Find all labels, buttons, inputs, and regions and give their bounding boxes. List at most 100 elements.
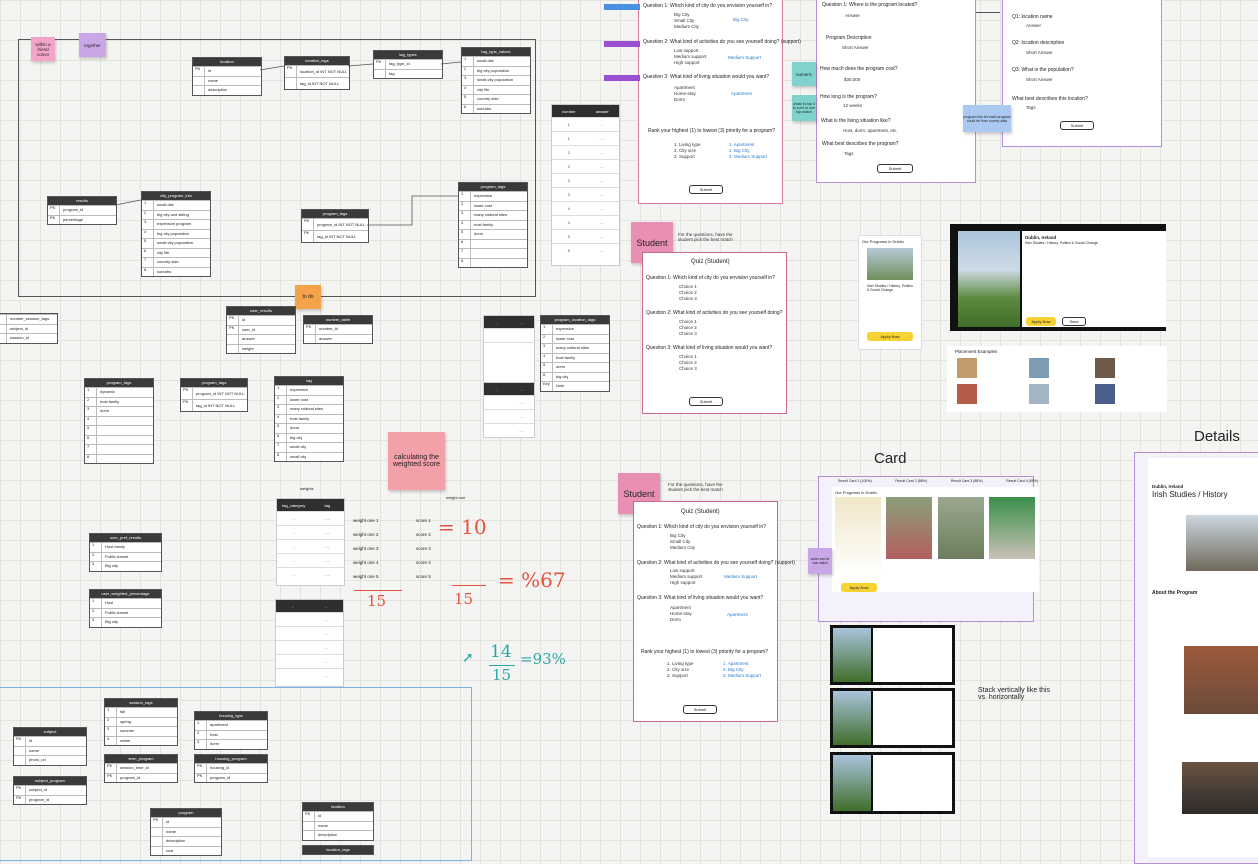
tag-badge-2: [604, 41, 640, 47]
program-form-frame[interactable]: [816, 0, 976, 183]
student-quiz-1-frame[interactable]: [642, 252, 787, 414]
desktop-apply-button[interactable]: Apply Now: [1026, 317, 1056, 326]
program-a2: Short Answer: [842, 45, 869, 50]
stack-mockup-1[interactable]: [830, 625, 955, 685]
table-row: session_id: [0, 333, 57, 343]
table-title: user_pref_results: [90, 534, 161, 542]
phone-card-title: Irish Studies / History, Politics & Soci…: [867, 284, 913, 292]
details-image-1: [1186, 515, 1258, 571]
placement-title: Placement Examples: [955, 349, 998, 354]
desktop-save-button[interactable]: Save: [1062, 317, 1086, 326]
placement-examples[interactable]: Placement Examples: [947, 346, 1167, 412]
student2-submit-button[interactable]: Submit: [683, 705, 717, 714]
student-quiz-2-frame[interactable]: [633, 501, 778, 722]
details-title: Irish Studies / History: [1152, 490, 1228, 499]
admin-q1-answer: Big City: [733, 17, 749, 22]
sticky-calc[interactable]: calculating the weighted score: [388, 432, 445, 490]
dark-table-c[interactable]: .... ....................: [275, 599, 344, 687]
sticky-cuber[interactable]: cuber can be calc match: [808, 548, 832, 574]
dark-table-b[interactable]: .... ............: [483, 382, 535, 438]
hand-pct: = %67: [498, 568, 566, 592]
table-row: description: [303, 830, 373, 840]
table-location-tags-bottom[interactable]: location_tags: [302, 845, 374, 855]
table-row: answer: [227, 334, 295, 344]
sticky-todo[interactable]: to do: [295, 285, 321, 309]
phone-mockup[interactable]: Our Programs in Dublin Irish Studies / H…: [858, 235, 922, 350]
quiz-admin-frame[interactable]: [638, 0, 783, 204]
card-apply-button[interactable]: Apply Now: [841, 583, 877, 592]
table-title: term_program: [105, 755, 177, 763]
dark-table-a[interactable]: .... ..: [483, 315, 535, 383]
sticky-chose-top3[interactable]: chose to top 3 to cut it to one top matc…: [792, 95, 816, 121]
program-submit-button[interactable]: Submit: [877, 164, 913, 173]
student2-note: For the questions, have the student pick…: [668, 482, 723, 492]
table-left-edge[interactable]: number_session_tags subject_id session_i…: [0, 313, 58, 344]
admin-submit-button[interactable]: Submit: [689, 185, 723, 194]
admin-q4: Rank your highest (1) to lowest (3) prio…: [648, 128, 775, 134]
phone-apply-button[interactable]: Apply Now: [867, 332, 913, 341]
table-row: tag_id INT NOT NULL: [285, 77, 349, 89]
placement-img-1: [957, 358, 977, 378]
sticky-within-friend[interactable]: within a friend convo: [31, 37, 55, 61]
admin-q2: Question 2: What kind of activities do y…: [643, 39, 801, 45]
stack-mockup-3[interactable]: [830, 752, 955, 814]
sticky-program-info[interactable]: program info for each program could be f…: [963, 105, 1011, 132]
table-title: location: [193, 58, 261, 66]
sticky-numeric[interactable]: numeric: [792, 62, 816, 86]
stack-mockup-2[interactable]: [830, 688, 955, 748]
table-row: description: [151, 836, 221, 846]
admin-q2-answer: Medium Support: [728, 55, 762, 60]
student1-submit-button[interactable]: Submit: [689, 397, 723, 406]
desktop-hero-image: [958, 231, 1020, 327]
table-row: answer: [304, 333, 372, 343]
desktop-dublin: Dublin, Ireland: [1025, 235, 1057, 240]
desktop-mockup[interactable]: Dublin, Ireland Irish Studies / History,…: [950, 224, 1166, 331]
table-row: 6: [85, 434, 153, 444]
location-submit-button[interactable]: Submit: [1060, 121, 1094, 130]
hand-line-2: [452, 585, 486, 586]
sticky-together[interactable]: together: [79, 33, 106, 57]
